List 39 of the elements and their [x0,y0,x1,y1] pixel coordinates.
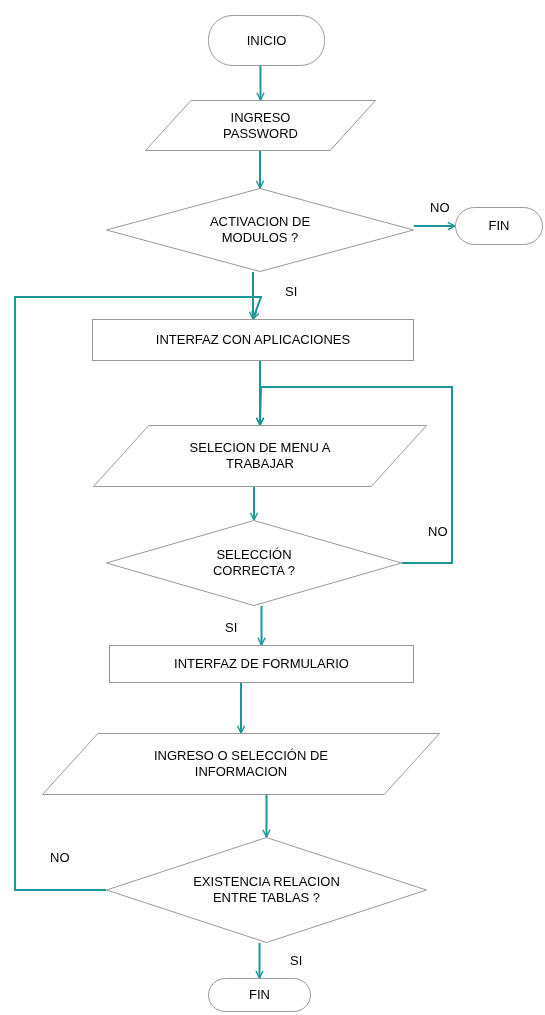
decision-diamond [106,188,414,272]
input-parallelogram [145,100,376,151]
arrow [255,386,453,564]
edge-label: SI [223,620,240,635]
node-label: INGRESO O SELECCIÓN DE INFORMACION [152,748,330,780]
input-parallelogram [93,425,427,487]
arrow [256,65,265,101]
input-parallelogram [42,733,440,795]
arrow [255,942,264,979]
arrow [236,682,246,734]
node-label: ACTIVACION DE MODULOS ? [208,214,312,246]
decision-diamond [106,837,427,943]
arrow [262,794,271,838]
node-label: INTERFAZ CON APLICACIONES [155,332,351,348]
edge-label: NO [428,200,452,215]
node-label: INICIO [246,32,287,49]
arrow [255,150,265,189]
terminal-shape [455,207,543,245]
process-box [109,645,414,683]
edge-label: NO [426,524,450,539]
arrow [249,486,259,521]
decision-diamond [106,520,402,606]
node-label: INGRESO PASSWORD [222,109,299,142]
process-box [92,319,414,361]
node-label: FIN [488,218,510,234]
arrow [14,296,263,891]
arrow [413,221,456,231]
node-label: SELECCIÓN CORRECTA ? [211,547,297,579]
node-label: EXISTENCIA RELACION ENTRE TABLAS ? [192,874,341,906]
arrow [248,271,258,320]
terminal-shape [208,15,325,66]
edge-label: NO [48,850,72,865]
terminal-shape [208,978,311,1012]
node-label: SELECION DE MENU A TRABAJAR [188,440,332,472]
edge-label: SI [288,953,305,968]
edge-label: SI [283,284,300,299]
node-label: FIN [249,987,270,1003]
node-label: INTERFAZ DE FORMULARIO [174,656,349,672]
arrow [257,605,266,646]
